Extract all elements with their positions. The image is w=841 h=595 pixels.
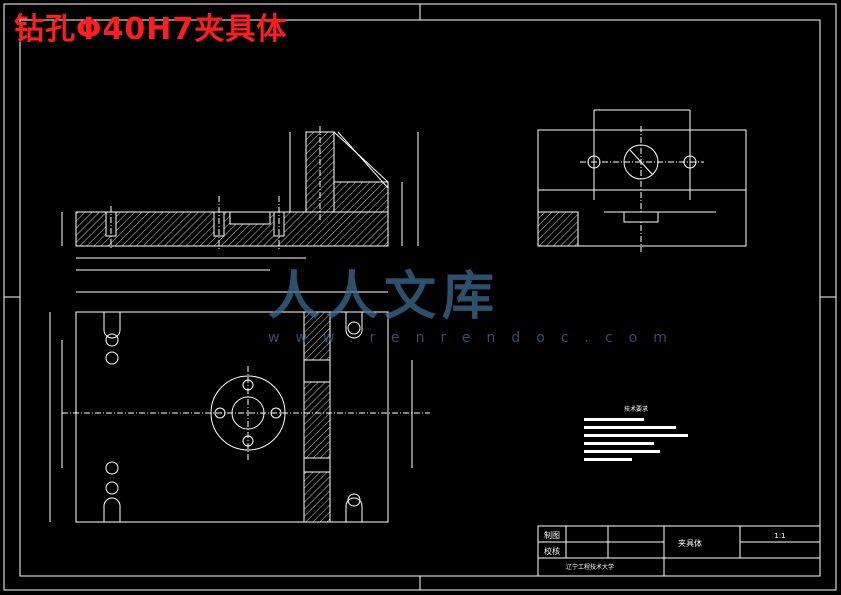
title-block <box>537 525 821 577</box>
technical-requirements-heading: 技术要求 <box>624 405 648 413</box>
title-block-checked-label: 校核 <box>544 546 560 556</box>
front-view <box>61 126 419 271</box>
plan-view <box>49 291 430 523</box>
side-view <box>537 109 747 252</box>
watermark-url: www.renrendoc.com <box>268 330 683 346</box>
title-block-part-name: 夹具体 <box>678 538 702 548</box>
watermark-brand: 人人文库 <box>268 267 501 327</box>
drawing-title: 钻孔Φ40H7夹具体 <box>14 12 288 47</box>
title-block-drawn-label: 制图 <box>544 530 560 540</box>
technical-requirements-notes <box>584 418 688 461</box>
title-block-university: 辽宁工程技术大学 <box>566 563 614 571</box>
sheet-border <box>3 3 837 591</box>
title-block-scale: 1:1 <box>774 532 785 540</box>
